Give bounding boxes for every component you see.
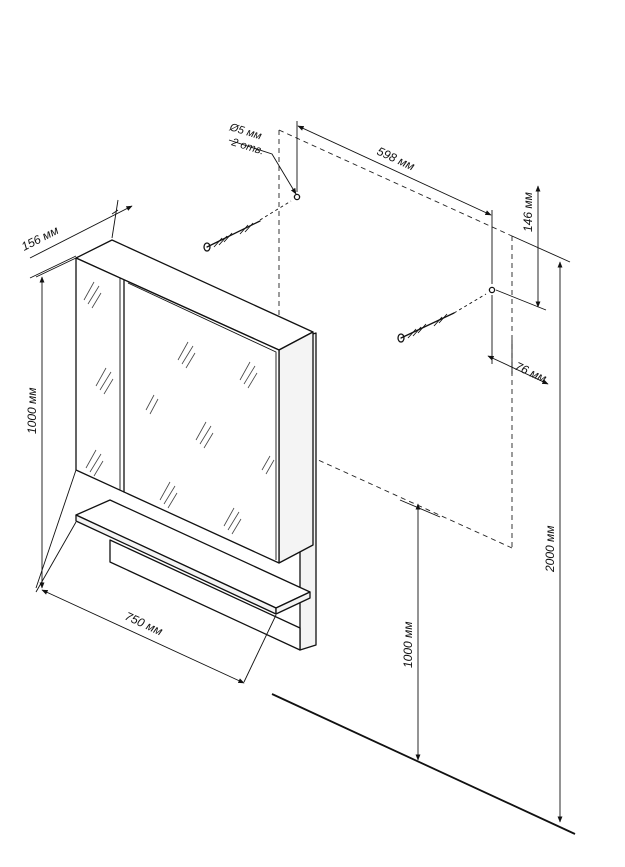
hole-side-offset-dimension xyxy=(487,295,549,385)
mirror-hatch xyxy=(145,341,275,535)
hole-side-offset-label: 76 мм xyxy=(513,359,549,386)
mount-hole-right xyxy=(488,286,496,294)
cabinet-right-side xyxy=(278,331,314,564)
hole-top-offset-dimension xyxy=(495,185,571,311)
height-dimension xyxy=(35,257,77,589)
screw-icon xyxy=(203,200,292,252)
height-label: 1000 мм xyxy=(25,388,39,434)
mount-hole-left xyxy=(293,193,301,201)
cabinet-front xyxy=(75,257,280,564)
hole-spacing-dimension xyxy=(296,121,493,284)
mount-height-label: 1000 мм xyxy=(401,622,415,668)
floor-line xyxy=(271,693,576,835)
width-label: 750 мм xyxy=(123,609,165,638)
width-dimension xyxy=(35,521,277,684)
hole-spacing-label: 598 мм xyxy=(375,144,417,173)
hole-diameter-leader xyxy=(228,139,297,195)
depth-label: 156 мм xyxy=(19,223,61,254)
cabinet xyxy=(75,239,317,651)
mirror-hatch xyxy=(83,281,114,477)
mount-height-dimension xyxy=(399,499,441,761)
screw-icon xyxy=(397,293,487,343)
total-height-label: 2000 мм xyxy=(543,526,557,573)
hole-top-offset-label: 146 мм xyxy=(521,192,535,232)
depth-dimension xyxy=(29,199,133,279)
